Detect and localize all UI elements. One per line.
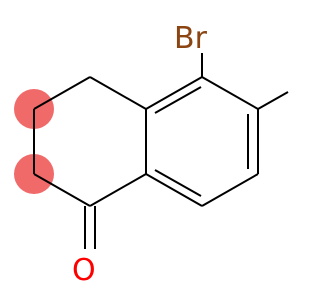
- methyl-bond: [257, 91, 289, 110]
- molecule-canvas: Br O: [14, 21, 289, 288]
- double-bond-line: [154, 169, 202, 197]
- bond: [33, 76, 91, 110]
- oxygen-atom-label: O: [72, 253, 96, 288]
- bond: [145, 76, 203, 110]
- bond: [145, 173, 203, 207]
- double-bond-line: [154, 86, 202, 114]
- bond: [201, 173, 259, 207]
- bond: [201, 76, 259, 110]
- bond: [33, 173, 91, 207]
- bromine-atom-label: Br: [174, 21, 208, 56]
- bond: [89, 173, 147, 207]
- bond: [89, 76, 147, 110]
- structure-diagram: Br O: [14, 21, 289, 288]
